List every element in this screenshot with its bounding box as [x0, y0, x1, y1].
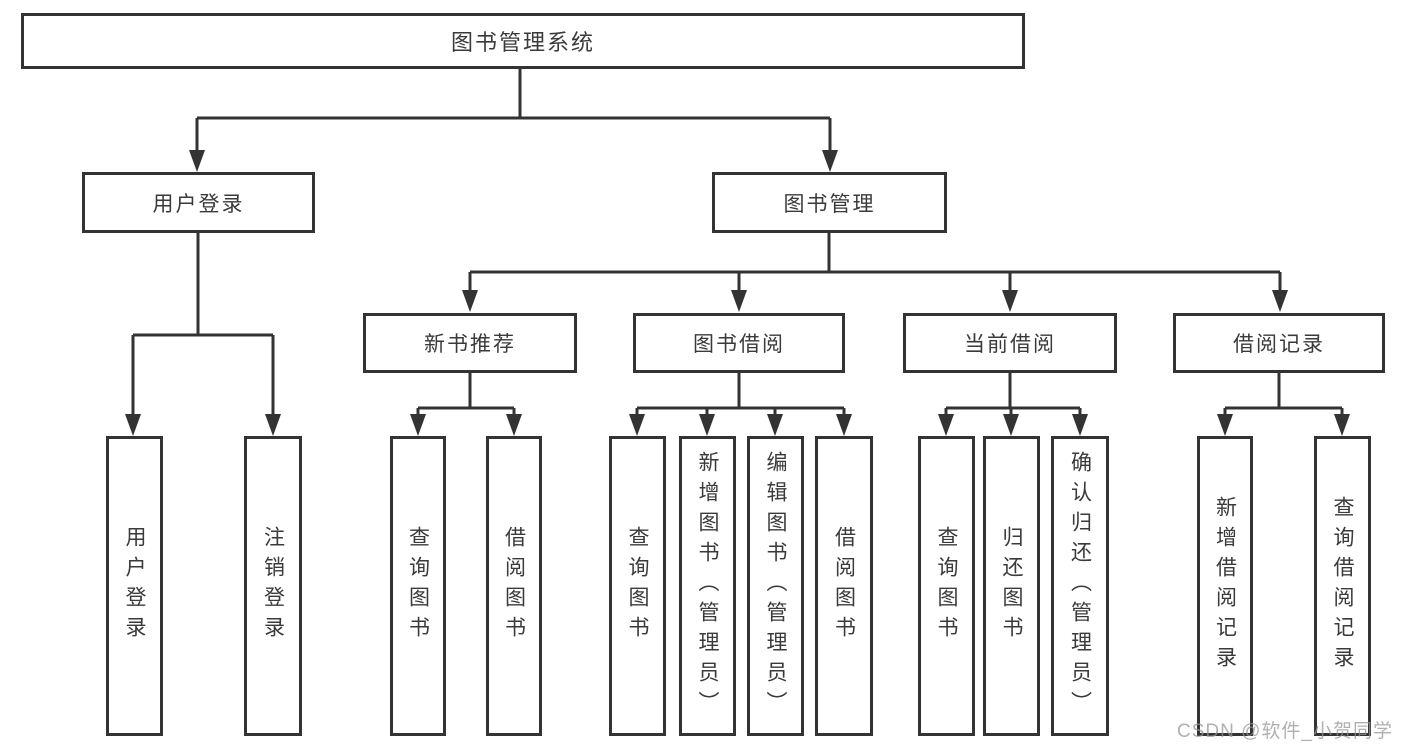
node-book-borrow: 图书借阅	[633, 313, 845, 373]
leaf-confirm-return-admin: 确认归还（管理员）	[1051, 436, 1109, 736]
leaf-edit-book-admin: 编辑图书（管理员）	[747, 436, 804, 736]
connector-current-borrow	[944, 373, 1082, 416]
node-borrow-records: 借阅记录	[1173, 313, 1385, 373]
connector-root	[195, 69, 832, 152]
connector-borrow-records	[1223, 373, 1344, 416]
leaf-query-borrow-record: 查询借阅记录	[1314, 436, 1371, 736]
node-user-login: 用户登录	[82, 172, 315, 233]
connector-book-management	[468, 233, 1282, 292]
connector-user-login	[131, 233, 275, 416]
leaf-user-login: 用户登录	[106, 436, 163, 736]
leaf-borrow-books-recommend: 借阅图书	[486, 436, 542, 736]
connector-book-borrow	[635, 373, 846, 416]
node-current-borrow: 当前借阅	[903, 313, 1117, 373]
connector-new-book	[416, 373, 516, 416]
csdn-watermark: CSDN @软件_小贺同学	[1177, 721, 1393, 742]
node-library-system: 图书管理系统	[21, 13, 1025, 69]
leaf-query-books-current: 查询图书	[918, 436, 975, 736]
node-new-book-recommend: 新书推荐	[363, 313, 577, 373]
leaf-logout: 注销登录	[244, 436, 302, 736]
leaf-add-borrow-record: 新增借阅记录	[1197, 436, 1253, 736]
leaf-return-books: 归还图书	[983, 436, 1040, 736]
leaf-query-books-borrow: 查询图书	[609, 436, 666, 736]
leaf-query-books-recommend: 查询图书	[390, 436, 446, 736]
leaf-add-book-admin: 新增图书（管理员）	[679, 436, 736, 736]
leaf-borrow-books: 借阅图书	[815, 436, 873, 736]
node-book-management: 图书管理	[712, 172, 947, 233]
